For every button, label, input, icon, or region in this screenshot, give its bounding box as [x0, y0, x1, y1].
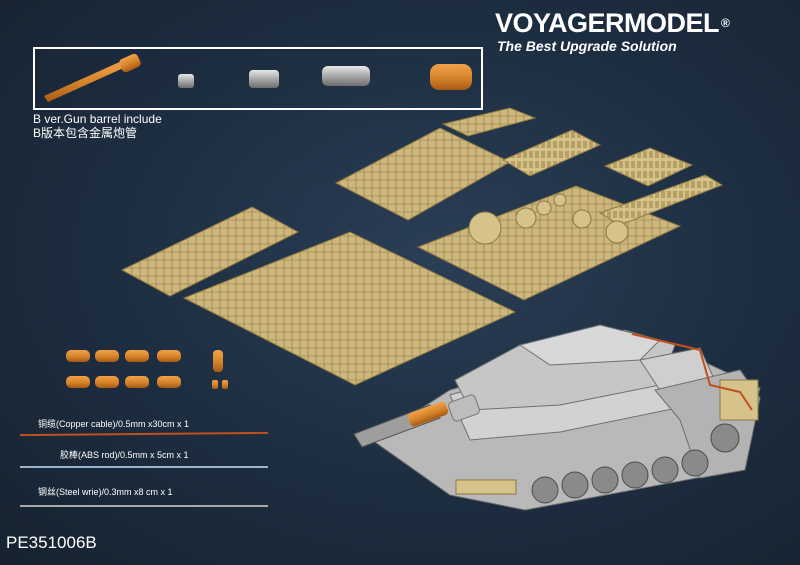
brand-tagline: The Best Upgrade Solution: [497, 38, 677, 54]
barrel-caption-en: B ver.Gun barrel include: [33, 112, 162, 126]
tank-model: [353, 324, 761, 511]
barrel-caption-cn: B版本包含金属炮管: [33, 126, 138, 140]
material-label-steel: 钢丝(Steel wrie)/0.3mm x8 cm x 1: [38, 487, 173, 497]
steel-wire-line: [20, 505, 268, 507]
gun-barrel-box: [33, 47, 483, 110]
product-code: PE351006B: [6, 533, 97, 552]
registered-mark: ®: [721, 16, 730, 30]
metal-gun-barrel: [44, 53, 141, 102]
brass-sleeve: [430, 64, 472, 90]
brand-header: VOYAGERMODEL® The Best Upgrade Solution: [495, 8, 795, 54]
material-label-abs: 胶棒(ABS rod)/0.5mm x 5cm x 1: [60, 450, 189, 460]
turned-brass-parts: [66, 350, 228, 389]
brand-name: VOYAGERMODEL: [495, 8, 720, 38]
abs-rod-line: [20, 466, 268, 468]
aluminium-barrel-parts: [178, 66, 370, 88]
material-label-copper: 铜缆(Copper cable)/0.5mm x30cm x 1: [38, 419, 190, 429]
brand-logo: VOYAGERMODEL®: [495, 8, 795, 38]
photo-etch-frets: [120, 107, 724, 386]
